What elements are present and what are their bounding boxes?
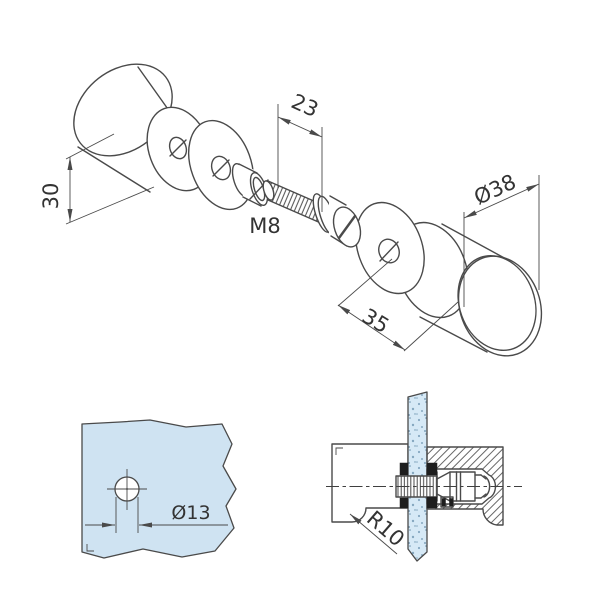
shank-end-face	[262, 180, 275, 201]
gasket-left-lower	[399, 497, 409, 509]
right-gasket-disc	[355, 201, 425, 295]
glass-hole-detail: Ø13	[81, 419, 237, 559]
gasket-right-upper	[426, 462, 438, 476]
dimension-d13-label: Ø13	[171, 502, 210, 524]
left-gasket-hole-slash	[212, 159, 230, 177]
dimension-d13: Ø13	[85, 497, 228, 533]
right-body-edge-radius-ring	[457, 254, 537, 352]
left-body-hole-slash	[169, 139, 187, 157]
glass-panel	[81, 419, 237, 559]
panel-corner-mark	[86, 544, 94, 552]
dimension-23-label: 23	[288, 89, 322, 122]
section-detail: R10	[326, 391, 522, 562]
screw-slot	[337, 214, 357, 240]
dimension-r10-label: R10	[362, 506, 409, 551]
exploded-view: 30 23 M8 Ø38 35	[39, 63, 543, 357]
right-body-bottom-silhouette	[419, 316, 488, 353]
thread-label: M8	[249, 214, 280, 238]
dimension-30: 30	[39, 133, 155, 225]
left-body-bottom-silhouette	[77, 146, 151, 193]
section-corner-mark	[335, 447, 343, 455]
screw-head	[312, 193, 362, 250]
right-gasket-hole-slash	[379, 241, 399, 262]
right-body-top-silhouette	[441, 223, 509, 261]
dimension-35-label: 35	[358, 304, 393, 338]
gasket-right-lower	[426, 496, 438, 509]
right-body-outer-face	[457, 255, 543, 357]
left-body-top-silhouette	[137, 66, 171, 113]
dimension-30-label: 30	[39, 183, 63, 210]
section-gaskets	[399, 462, 438, 509]
section-screw-nose	[483, 475, 491, 498]
gasket-left-upper	[399, 462, 409, 476]
